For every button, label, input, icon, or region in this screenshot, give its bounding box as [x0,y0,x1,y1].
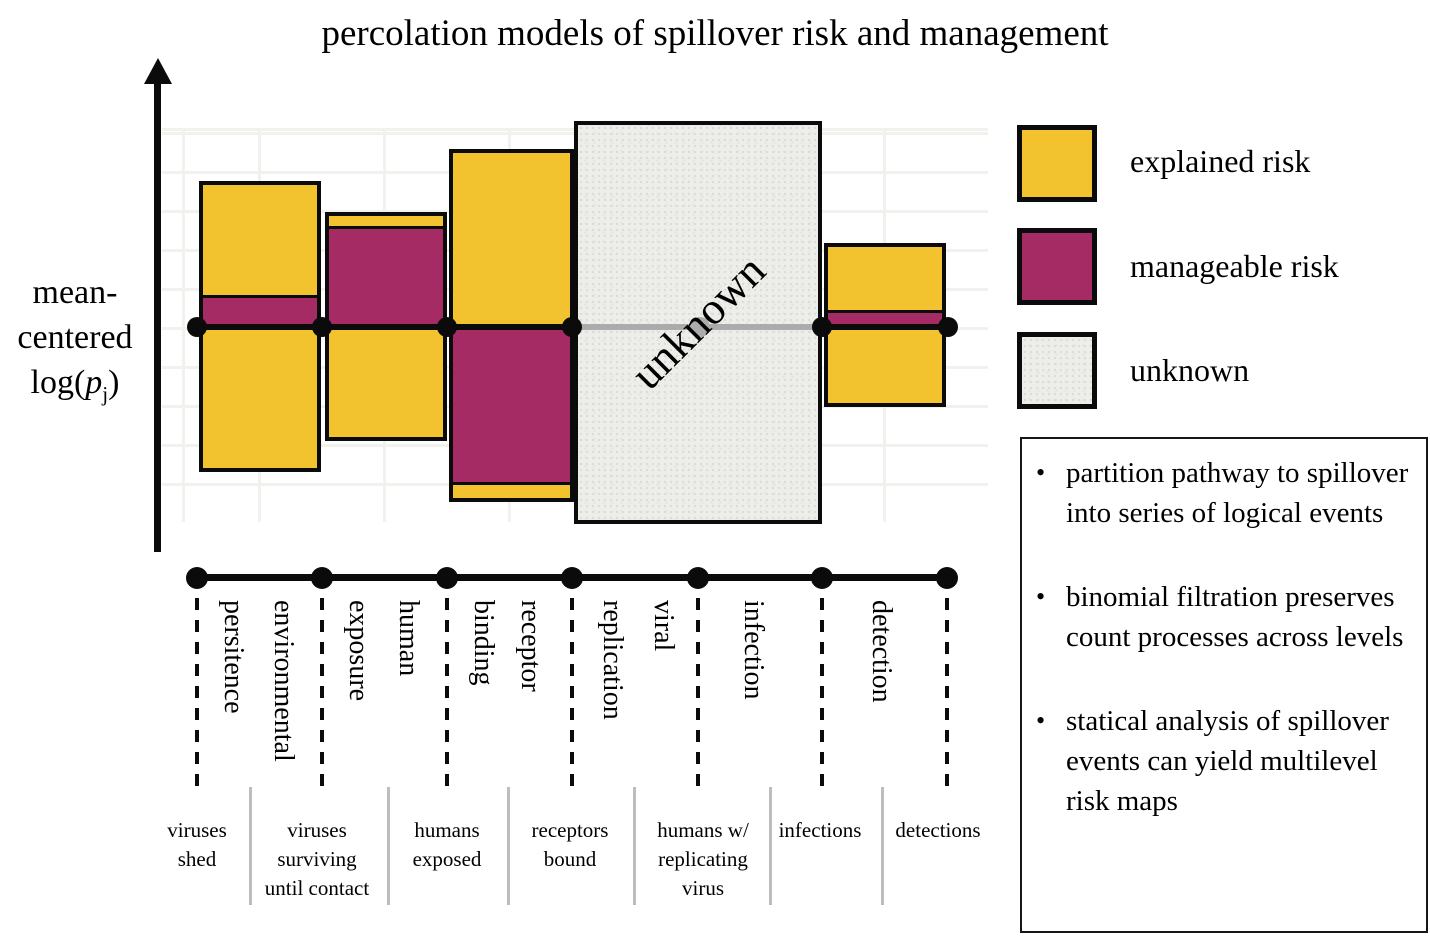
legend-label-manageable-risk: manageable risk [1130,248,1339,284]
level-label-line: surviving [277,847,357,871]
level-label-line: humans w/ [657,818,749,842]
level-label-line: bound [543,847,597,871]
note-text-2: binomial filtration preserves count proc… [1066,581,1404,653]
level-label-line: detections [895,818,981,842]
step-label-detection: detection [866,600,897,703]
y-axis-label: mean- centered log(pj) [0,270,150,417]
segment-manageable [203,295,317,326]
pathway-node-dot [811,567,833,589]
legend-swatch-explained-risk [1017,125,1097,202]
step-label-environmental: environmental [268,600,299,762]
segment-explained [453,482,570,498]
mean-node-dot [812,317,832,337]
segment-manageable [828,310,942,326]
legend-swatch-unknown [1017,332,1097,409]
level-label-line: until contact [264,876,370,900]
y-axis-label-line2: centered [17,319,133,356]
legend-label-unknown: unknown [1130,352,1250,388]
y-axis-line [154,76,161,552]
level-label: receptors bound [475,816,665,874]
pathway-node-dot [436,567,458,589]
dashed-guide [445,598,449,795]
dashed-guide [820,598,824,795]
note-item-3: • statical analysis of spillover events … [1036,701,1418,821]
segment-explained [329,216,443,226]
level-label-line: viruses [167,818,227,842]
segment-explained [453,153,570,326]
level-separator [387,787,390,905]
mean-line-black [818,324,952,330]
pathway-node-dot [687,567,709,589]
mean-line-black [193,324,578,330]
dashed-guide [945,598,949,795]
y-axis-label-line1: mean- [32,274,118,311]
level-label: humans w/replicating virus [608,816,798,903]
dashed-guide [195,598,199,795]
y-axis-arrowhead-icon [144,58,172,84]
level-label-line: viruses [287,818,347,842]
level-label-line: replicating [658,847,748,871]
mean-node-dot [562,317,582,337]
step-label-infection: infection [738,600,769,700]
level-label: detections [843,816,1033,845]
segment-manageable [329,226,443,326]
dashed-guide [320,598,324,795]
figure-title: percolation models of spillover risk and… [321,13,1109,54]
pathway-node-dot [186,567,208,589]
level-label-line: receptors [531,818,609,842]
level-separator [249,787,252,905]
level-separator [633,787,636,905]
note-text-1: partition pathway to spillover into seri… [1066,457,1409,529]
level-label-line: shed [177,847,217,871]
notes-box: • partition pathway to spillover into se… [1020,437,1428,933]
dashed-guide [570,598,574,795]
legend-swatch-manageable-risk [1017,228,1097,305]
bar-detection [824,243,946,407]
note-item-1: • partition pathway to spillover into se… [1036,453,1418,533]
level-label: humans exposed [352,816,542,874]
mean-node-dot [938,317,958,337]
bullet-icon: • [1036,706,1046,735]
level-label-line: infections [778,818,862,842]
level-label-line: virus [682,876,724,900]
level-label-line: exposed [412,847,482,871]
mean-node-dot [312,317,332,337]
segment-explained [203,326,317,468]
y-axis-label-line3: log(pj) [30,364,120,406]
level-separator [507,787,510,905]
mean-node-dot-gray [690,317,710,337]
segment-explained [828,326,942,403]
step-label-exposure: exposure [343,600,374,702]
step-label-receptor: receptor [515,600,546,692]
pathway-node-dot [311,567,333,589]
mean-node-dot [187,317,207,337]
level-label: viruses surviving until contact [222,816,412,903]
dashed-guide [696,598,700,795]
note-text-3: statical analysis of spillover events ca… [1066,705,1389,817]
step-label-viral: viral [648,600,679,652]
level-label: viruses shed [102,816,292,874]
level-separator [769,787,772,905]
note-item-2: • binomial filtration preserves count pr… [1036,577,1418,657]
bullet-icon: • [1036,458,1046,487]
segment-explained [329,326,443,437]
step-label-replication: replication [597,600,628,720]
segment-explained [828,247,942,310]
step-label-persitence: persitence [218,600,249,714]
segment-manageable [453,326,570,482]
level-label-line: humans [414,818,480,842]
pathway-node-dot [561,567,583,589]
bullet-icon: • [1036,582,1046,611]
step-label-binding: binding [468,600,499,686]
legend-label-explained-risk: explained risk [1130,143,1311,179]
pathway-node-dot [936,567,958,589]
step-label-human: human [393,600,424,677]
segment-explained [203,185,317,295]
mean-node-dot [437,317,457,337]
level-separator [881,787,884,905]
level-label: infections [725,816,915,845]
